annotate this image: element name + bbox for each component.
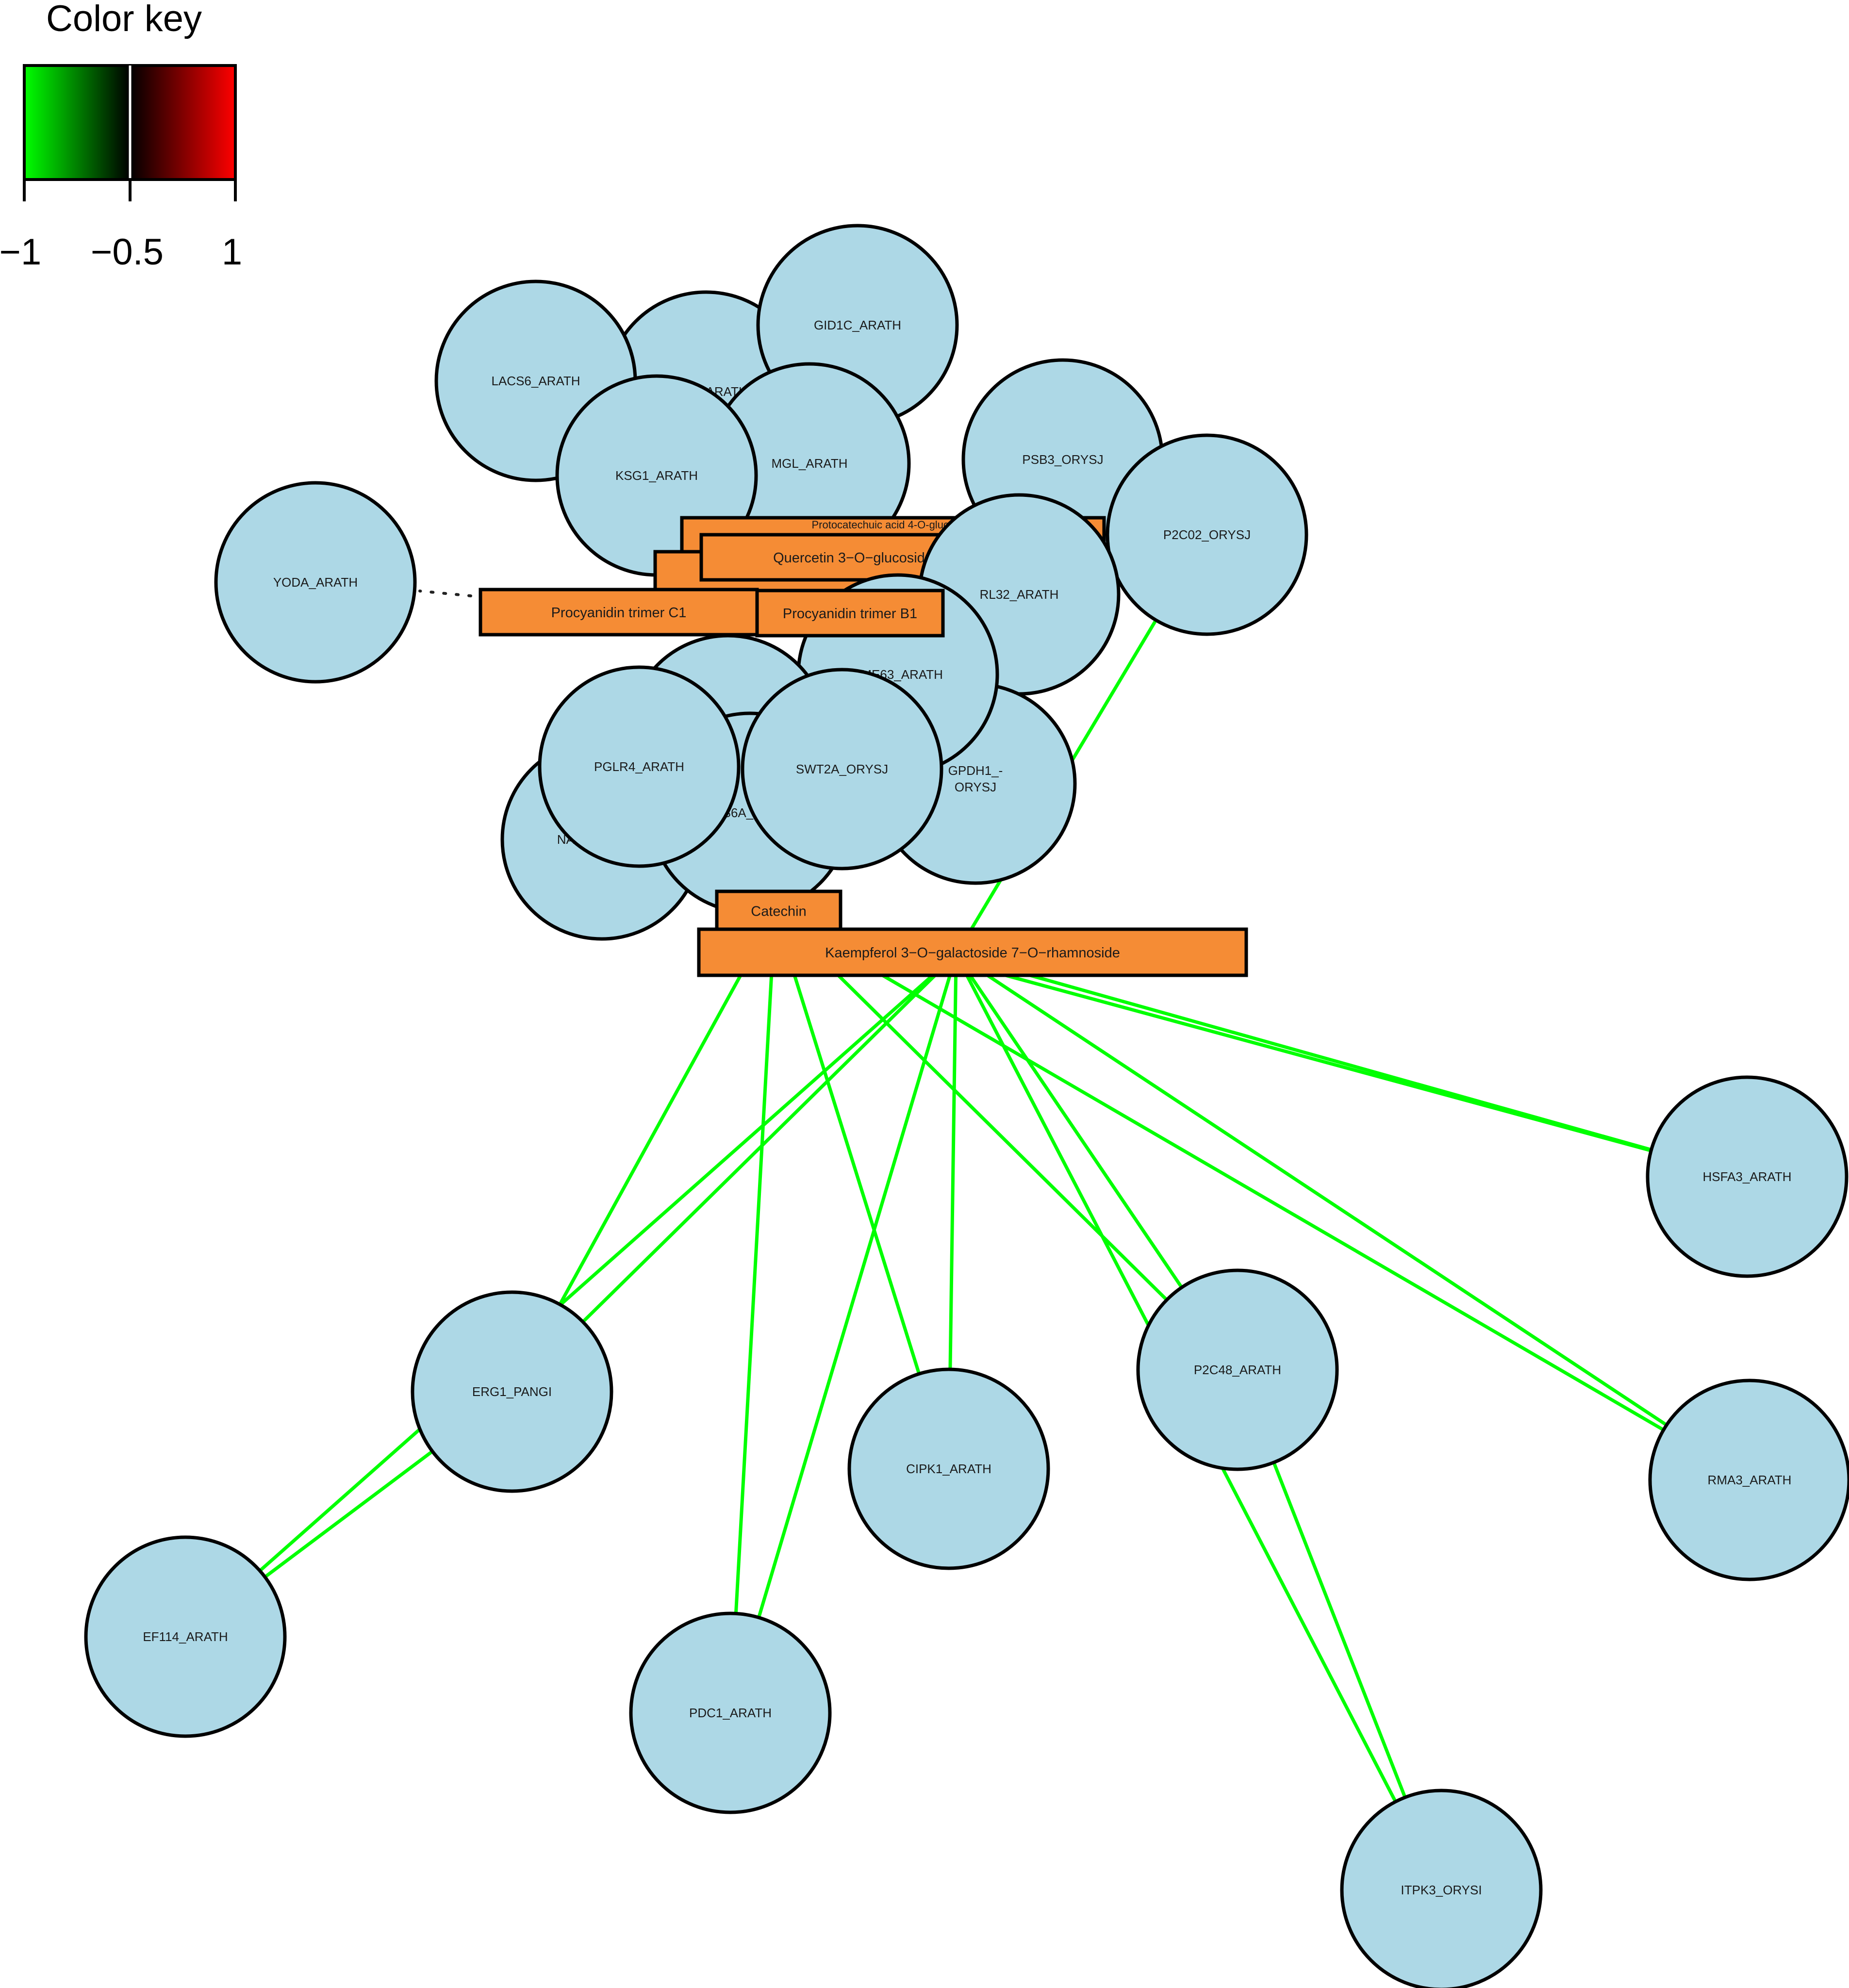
gene-node-circle xyxy=(1646,1075,1849,1278)
gene-node-label: GID1C_ARATH xyxy=(814,318,901,332)
gene-node-label: ITPK3_ORYSI xyxy=(1401,1883,1482,1897)
color-key-tick-label: −0.5 xyxy=(91,231,164,273)
gene-node-itpk3_orysi[interactable]: ITPK3_ORYSI xyxy=(1340,1789,1543,1988)
gene-node-swt2a_orysj[interactable]: SWT2A_ORYSJ xyxy=(741,668,943,871)
edge-kaempferol-EF114_ARATH xyxy=(184,953,958,1638)
gene-node-circle xyxy=(1136,1268,1339,1471)
gene-node-label: ERG1_PANGI xyxy=(472,1384,552,1399)
gene-node-yoda_arath[interactable]: YODA_ARATH xyxy=(214,481,417,684)
metabolite-node-box xyxy=(697,927,1248,977)
gene-node-label: EF114_ARATH xyxy=(143,1629,228,1644)
gene-node-label: HSFA3_ARATH xyxy=(1702,1169,1791,1184)
gene-node-hsfa3_arath[interactable]: HSFA3_ARATH xyxy=(1646,1075,1849,1278)
gene-node-cipk1_arath[interactable]: CIPK1_ARATH xyxy=(847,1367,1050,1570)
color-key-title: Color key xyxy=(46,0,202,39)
gene-node-circle xyxy=(847,1367,1050,1570)
gene-node-label: P2C48_ARATH xyxy=(1194,1363,1281,1377)
gene-node-label: PDC1_ARATH xyxy=(689,1706,772,1720)
gene-node-pglr4_arath[interactable]: PGLR4_ARATH xyxy=(538,665,741,868)
color-key-tick-label: −1 xyxy=(0,231,41,273)
metabolite-node-label: Catechin xyxy=(751,904,806,919)
nodes-layer: YODA_ARATHUGE2_ARATHLACS6_ARATHGID1C_ARA… xyxy=(84,224,1849,1988)
metabolite-node-catechin[interactable]: Catechin xyxy=(715,889,842,932)
gene-node-circle xyxy=(629,1611,832,1814)
gene-node-ef114_arath[interactable]: EF114_ARATH xyxy=(84,1535,287,1738)
metabolite-node-box xyxy=(755,589,945,638)
gene-node-circle xyxy=(1648,1379,1849,1581)
gene-node-label: KSG1_ARATH xyxy=(615,468,698,483)
color-key-tick-label: 1 xyxy=(222,231,242,273)
edge-catechin-P2C48_ARATH xyxy=(774,911,1239,1371)
metabolite-node-label: Quercetin 3−O−glucoside xyxy=(773,550,933,566)
edge-catechin-PDC1_ARATH xyxy=(728,912,777,1713)
metabolite-node-procyanidin-c1[interactable]: Procyanidin trimer C1 xyxy=(479,588,759,637)
gene-node-circle xyxy=(538,665,741,868)
gene-node-circle xyxy=(1106,433,1308,636)
gene-node-p2c02_orysj[interactable]: P2C02_ORYSJ xyxy=(1106,433,1308,636)
metabolite-node-procyanidin-b1[interactable]: Procyanidin trimer B1 xyxy=(755,589,945,638)
gene-node-circle xyxy=(1340,1789,1543,1988)
gene-node-circle xyxy=(214,481,417,684)
gene-node-label: LACS6_ARATH xyxy=(491,374,580,388)
gene-node-label: SWT2A_ORYSJ xyxy=(796,762,888,776)
gene-node-label: RL32_ARATH xyxy=(980,587,1059,602)
gene-node-label: P2C02_ORYSJ xyxy=(1163,527,1251,542)
metabolite-node-label: Procyanidin trimer B1 xyxy=(783,606,917,622)
gene-node-circle xyxy=(741,668,943,871)
gene-node-label: PGLR4_ARATH xyxy=(594,759,684,774)
color-key: Color key −1 −0.5 1 xyxy=(0,0,242,273)
edge-catechin-RMA3_ARATH xyxy=(774,911,1750,1482)
gene-node-pdc1_arath[interactable]: PDC1_ARATH xyxy=(629,1611,832,1814)
metabolite-node-box xyxy=(715,889,842,932)
gene-node-circle xyxy=(411,1290,613,1493)
gene-node-label: GPDH1_-ORYSJ xyxy=(948,763,1003,794)
gene-node-erg1_pangi[interactable]: ERG1_PANGI xyxy=(411,1290,613,1493)
gene-node-rma3_arath[interactable]: RMA3_ARATH xyxy=(1648,1379,1849,1581)
gene-node-label: MGL_ARATH xyxy=(772,456,848,471)
gene-node-label: YODA_ARATH xyxy=(273,575,358,590)
gene-node-label: CIPK1_ARATH xyxy=(906,1462,991,1476)
edge-kaempferol-ERG1_PANGI xyxy=(511,953,958,1393)
gene-node-label: RMA3_ARATH xyxy=(1708,1473,1792,1487)
edge-kaempferol-RMA3_ARATH xyxy=(955,953,1750,1481)
edge-procyanidin_c1-YODA_ARATH xyxy=(418,590,472,597)
metabolite-node-label: Procyanidin trimer C1 xyxy=(551,605,687,621)
gene-node-label: PSB3_ORYSJ xyxy=(1022,452,1103,467)
gene-node-p2c48_arath[interactable]: P2C48_ARATH xyxy=(1136,1268,1339,1471)
metabolite-node-kaempferol[interactable]: Kaempferol 3−O−galactoside 7−O−rhamnosid… xyxy=(697,927,1248,977)
gene-node-circle xyxy=(84,1535,287,1738)
edge-kaempferol-PDC1_ARATH xyxy=(728,954,958,1713)
metabolite-node-label: Kaempferol 3−O−galactoside 7−O−rhamnosid… xyxy=(825,945,1120,961)
